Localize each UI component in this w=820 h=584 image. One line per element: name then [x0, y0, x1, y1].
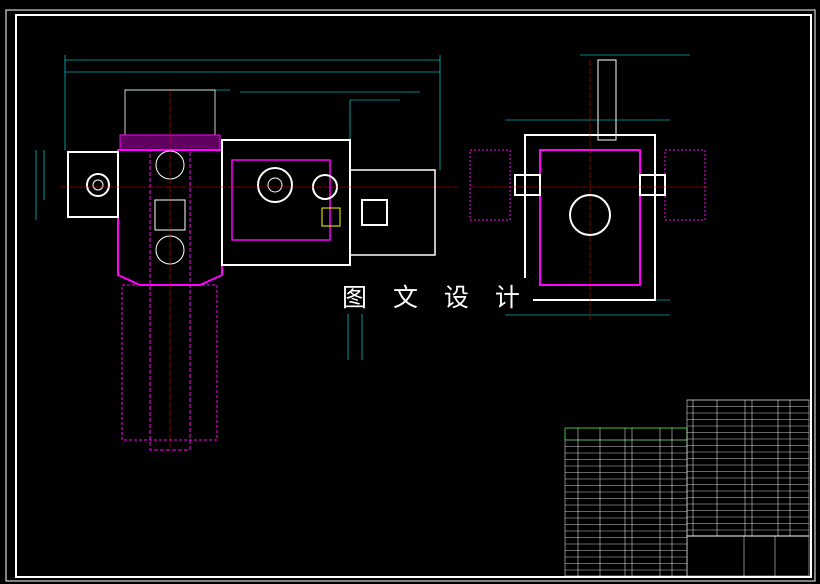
table-rows	[565, 399, 809, 571]
watermark-text: 图 文 设 计	[338, 278, 533, 314]
outer-frame	[5, 9, 816, 582]
left-view	[60, 89, 460, 451]
inner-frame	[15, 14, 812, 578]
parts-list-left	[564, 427, 688, 577]
right-view	[469, 54, 710, 320]
dimension-lines-left	[35, 55, 441, 360]
parts-list-right	[686, 399, 810, 577]
